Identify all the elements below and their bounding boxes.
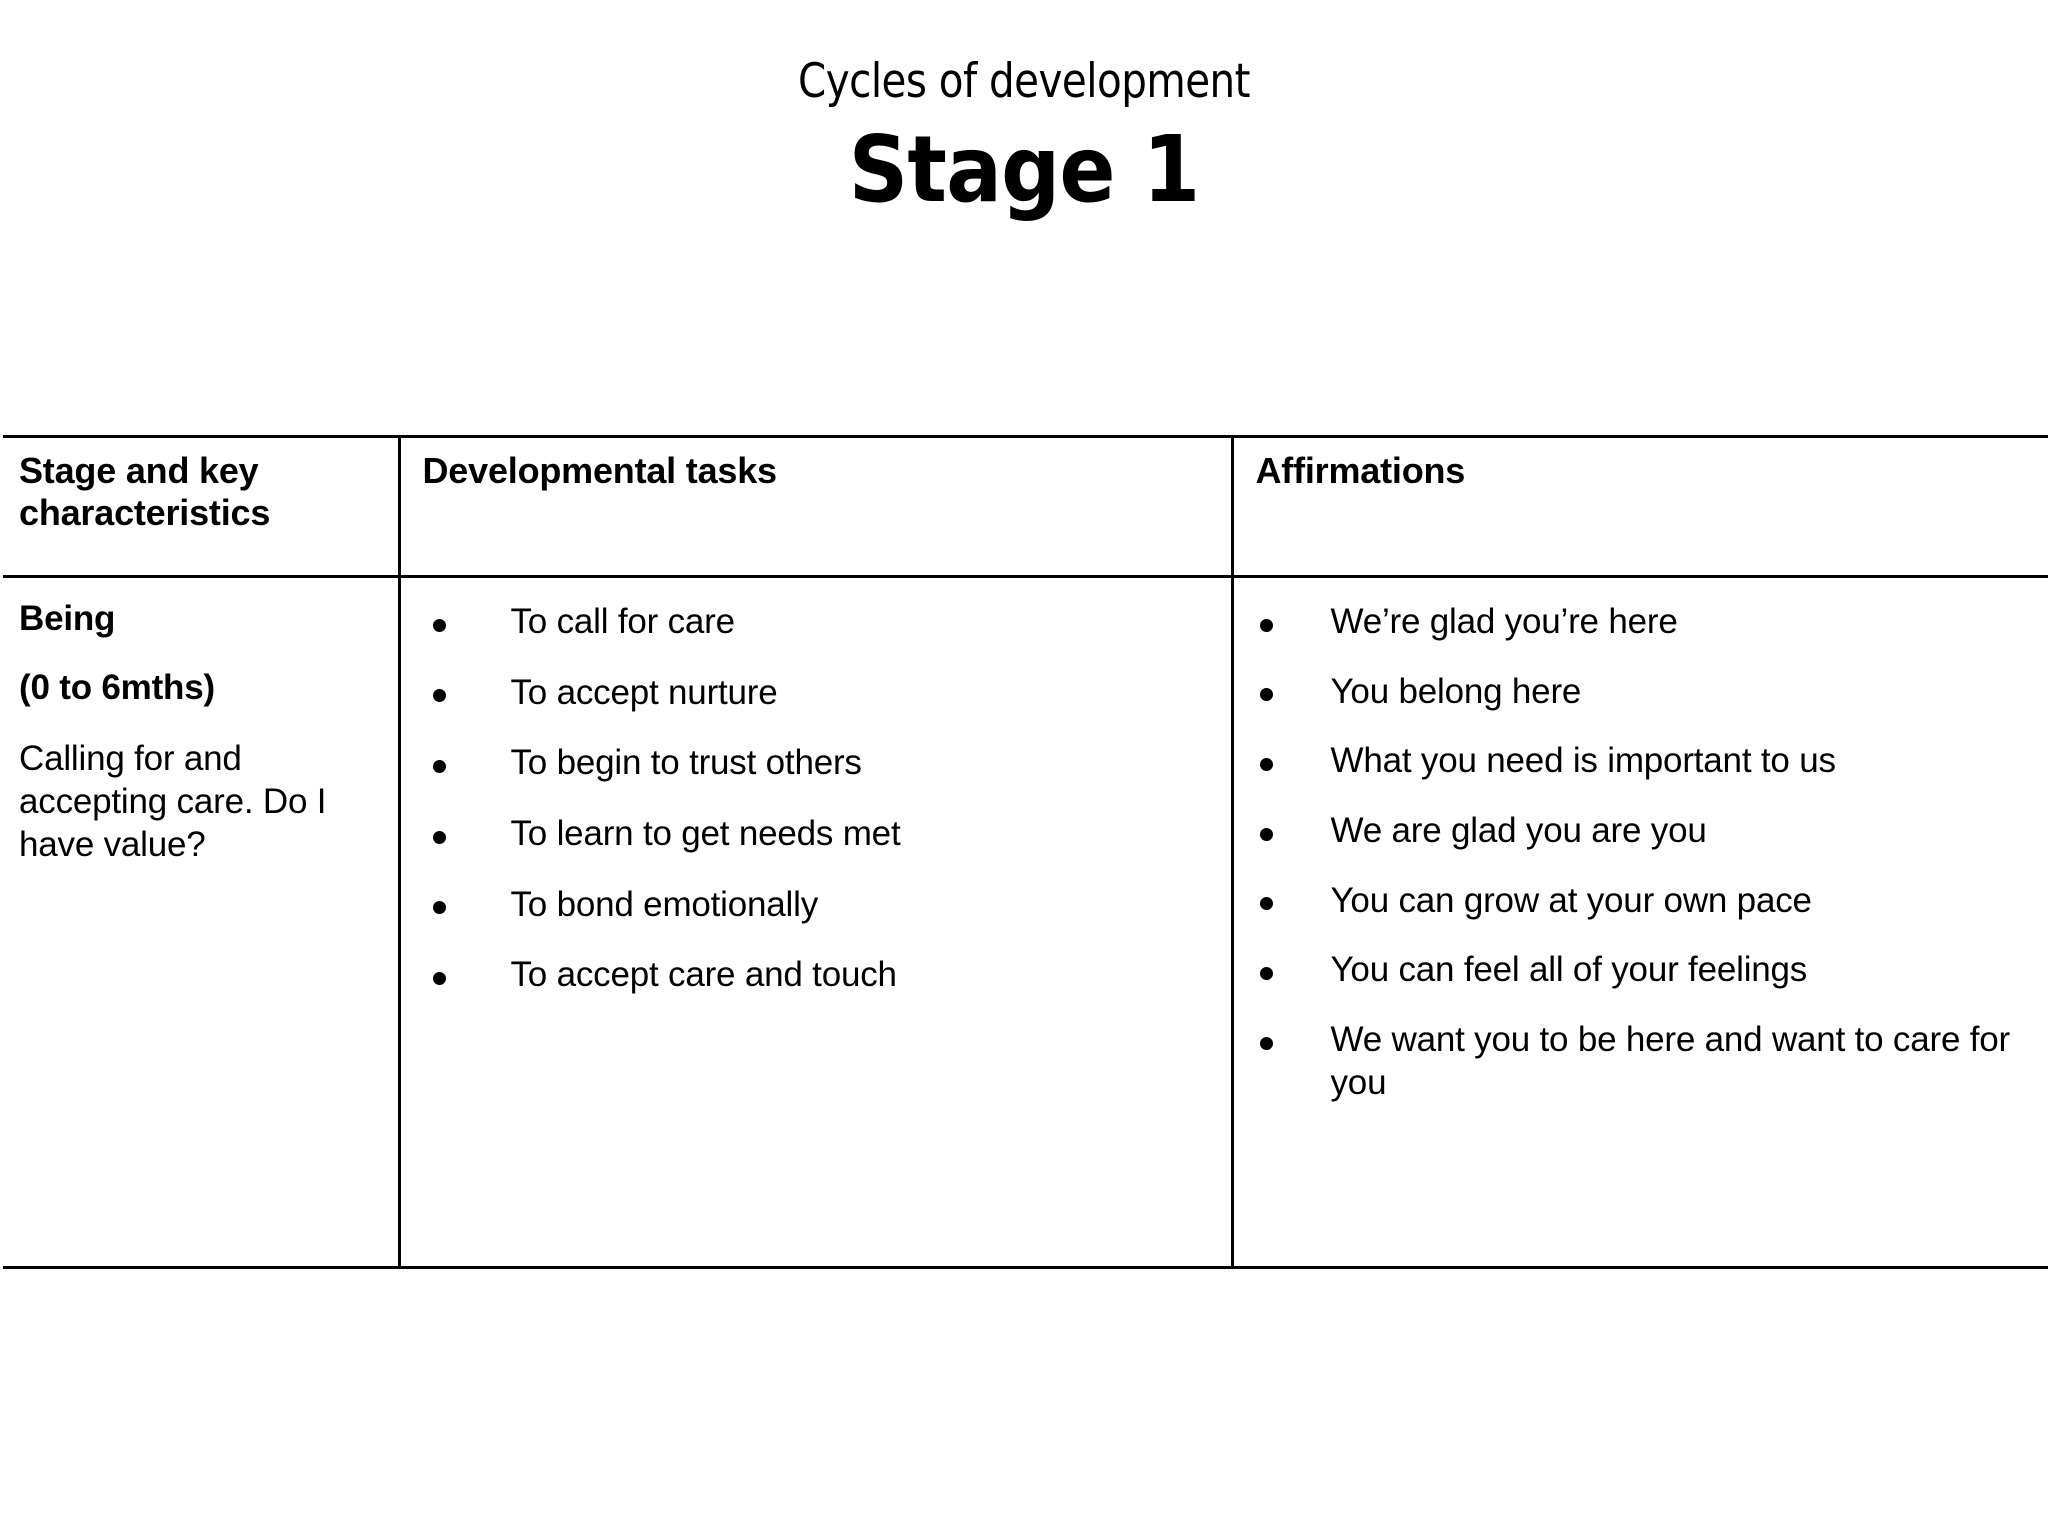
list-item-label: We’re glad you’re here (1330, 602, 1678, 641)
column-header-affirmations: Affirmations (1232, 435, 2048, 578)
list-item-label: We are glad you are you (1330, 811, 1707, 851)
list-item-label: To call for care (510, 602, 736, 641)
list-item: To begin to trust others (432, 742, 1221, 785)
table-row: Being (0 to 6mths) Calling for and accep… (3, 576, 2048, 1269)
column-header-stage: Stage and key characteristics (3, 435, 401, 578)
bullet-icon (1259, 1036, 1273, 1050)
bullet-icon (1259, 757, 1273, 771)
stage-age-range: (0 to 6mths) (19, 668, 215, 708)
cell-stage-characteristics: Being (0 to 6mths) Calling for and accep… (3, 576, 401, 1269)
slide-title: Stage 1 (848, 116, 1201, 223)
list-item-label: To accept care and touch (510, 955, 897, 995)
bullet-icon (432, 618, 446, 632)
list-item: We want you to be here and want to care … (1259, 1019, 2041, 1104)
column-header-tasks: Developmental tasks (399, 435, 1234, 578)
list-item: You can grow at your own pace (1259, 880, 2041, 923)
bullet-icon (432, 901, 446, 915)
bullet-icon (432, 689, 446, 703)
list-item-label: You belong here (1330, 671, 1582, 711)
list-item: We’re glad you’re here (1259, 601, 2041, 644)
list-item-label: To bond emotionally (510, 884, 819, 924)
stage-description: Calling for and accepting care. Do I hav… (19, 738, 327, 865)
list-item: To accept nurture (432, 672, 1221, 715)
list-item: What you need is important to us (1259, 740, 2041, 783)
list-item: You belong here (1259, 671, 2041, 714)
column-header-stage-label: Stage and key characteristics (19, 450, 271, 534)
cell-developmental-tasks: To call for care To accept nurture To begi… (399, 576, 1234, 1269)
slide-subtitle: Cycles of development (798, 54, 1250, 109)
list-item: You can feel all of your feelings (1259, 949, 2041, 992)
bullet-icon (1259, 966, 1273, 980)
development-stages-table-container: Stage and key characteristics Developmen… (3, 435, 2048, 1269)
list-item-label: To begin to trust others (510, 743, 862, 783)
bullet-icon (432, 759, 446, 773)
bullet-icon (1259, 618, 1273, 632)
list-item-label: What you need is important to us (1330, 741, 1836, 781)
list-item-label: To accept nurture (510, 672, 778, 712)
list-item: To call for care (432, 601, 1221, 644)
bullet-icon (1259, 897, 1273, 911)
list-item-label: To learn to get needs met (510, 814, 901, 854)
stage-name: Being (19, 599, 116, 638)
list-item: To bond emotionally (432, 884, 1221, 927)
list-item-label: You can grow at your own pace (1330, 880, 1812, 920)
list-item: To learn to get needs met (432, 813, 1221, 856)
list-item-label: We want you to be here and want to care … (1330, 1020, 2011, 1102)
column-header-affirmations-label: Affirmations (1255, 450, 1466, 491)
bullet-icon (432, 971, 446, 985)
list-item-label: You can feel all of your feelings (1330, 950, 1808, 990)
list-item: To accept care and touch (432, 954, 1221, 997)
bullet-icon (1259, 827, 1273, 841)
bullet-icon (1259, 688, 1273, 702)
table-header-row: Stage and key characteristics Developmen… (3, 435, 2048, 578)
developmental-tasks-list: To call for care To accept nurture To begi… (432, 601, 1221, 997)
development-stages-table: Stage and key characteristics Developmen… (3, 435, 2048, 1269)
column-header-tasks-label: Developmental tasks (422, 450, 778, 491)
list-item: We are glad you are you (1259, 810, 2041, 853)
bullet-icon (432, 830, 446, 844)
